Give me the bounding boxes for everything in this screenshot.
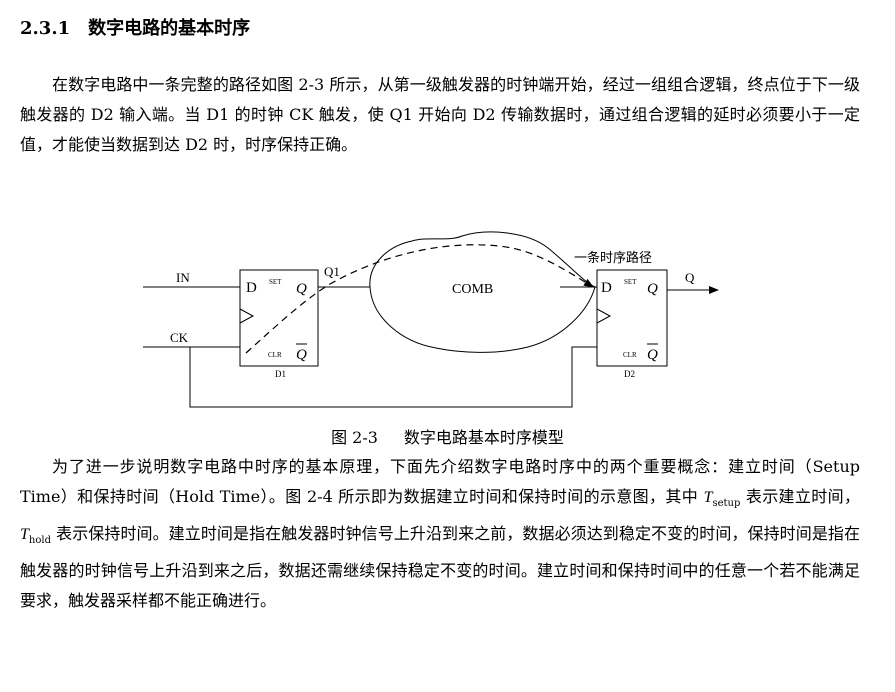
t-setup-symbol: T bbox=[703, 489, 713, 506]
ff1-d-pin: D bbox=[246, 280, 257, 296]
ff2-qbar-pin: Q bbox=[647, 347, 658, 363]
ff1-box bbox=[239, 269, 319, 367]
paragraph-2: 为了进一步说明数字电路中时序的基本原理，下面先介绍数字电路时序中的两个重要概念：… bbox=[20, 452, 860, 616]
paragraph-2-part1: 为了进一步说明数字电路中时序的基本原理，下面先介绍数字电路时序中的两个重要概念：… bbox=[20, 457, 860, 506]
ff1-clock-triangle bbox=[239, 308, 255, 324]
figure-title: 数字电路基本时序模型 bbox=[403, 428, 564, 447]
figure-number: 图 2-3 bbox=[331, 428, 378, 447]
timing-path-dashed bbox=[245, 244, 594, 354]
ff2-clock-triangle bbox=[596, 308, 612, 324]
ff2-box bbox=[596, 269, 668, 367]
flip-flop-d1: D SET Q CLR Q D1 bbox=[239, 269, 319, 379]
ff1-name: D1 bbox=[275, 369, 286, 379]
flip-flop-d2: D SET Q CLR Q D2 bbox=[596, 269, 668, 379]
ff1-q-pin: Q bbox=[296, 281, 307, 297]
section-heading: 2.3.1 数字电路的基本时序 bbox=[20, 14, 250, 40]
comb-label: COMB bbox=[452, 282, 493, 297]
in-label: IN bbox=[176, 270, 190, 285]
ff1-qbar-pin: Q bbox=[296, 347, 307, 363]
ff2-d-pin: D bbox=[601, 280, 612, 296]
paragraph-2-part2: 表示建立时间， bbox=[740, 487, 860, 506]
ck-label: CK bbox=[170, 330, 189, 345]
figure-caption: 图 2-3 数字电路基本时序模型 bbox=[0, 424, 895, 448]
t-hold-subscript: hold bbox=[28, 535, 51, 547]
ff1-clr-pin: CLR bbox=[268, 351, 282, 359]
section-title: 数字电路的基本时序 bbox=[88, 18, 251, 39]
q-output-label: Q bbox=[685, 270, 695, 285]
paragraph-2-part3: 表示保持时间。建立时间是指在触发器时钟信号上升沿到来之前，数据必须达到稳定不变的… bbox=[20, 524, 860, 611]
timing-path-figure: IN CK D SET Q CLR Q D1 Q1 COMB 一条时序路径 D … bbox=[143, 231, 719, 408]
ff2-q-pin: Q bbox=[647, 281, 658, 297]
t-hold-symbol: T bbox=[20, 526, 29, 544]
t-setup-subscript: setup bbox=[712, 498, 741, 510]
ff2-name: D2 bbox=[624, 369, 635, 379]
clock-loop-wire bbox=[189, 346, 597, 408]
paragraph-1: 在数字电路中一条完整的路径如图 2-3 所示，从第一级触发器的时钟端开始，经过一… bbox=[20, 75, 860, 154]
ff1-set-pin: SET bbox=[269, 278, 282, 286]
section-number: 2.3.1 bbox=[20, 18, 71, 39]
q1-label: Q1 bbox=[324, 264, 340, 279]
ff2-clr-pin: CLR bbox=[623, 351, 637, 359]
timing-path-label: 一条时序路径 bbox=[574, 250, 652, 265]
ff2-set-pin: SET bbox=[624, 278, 637, 286]
